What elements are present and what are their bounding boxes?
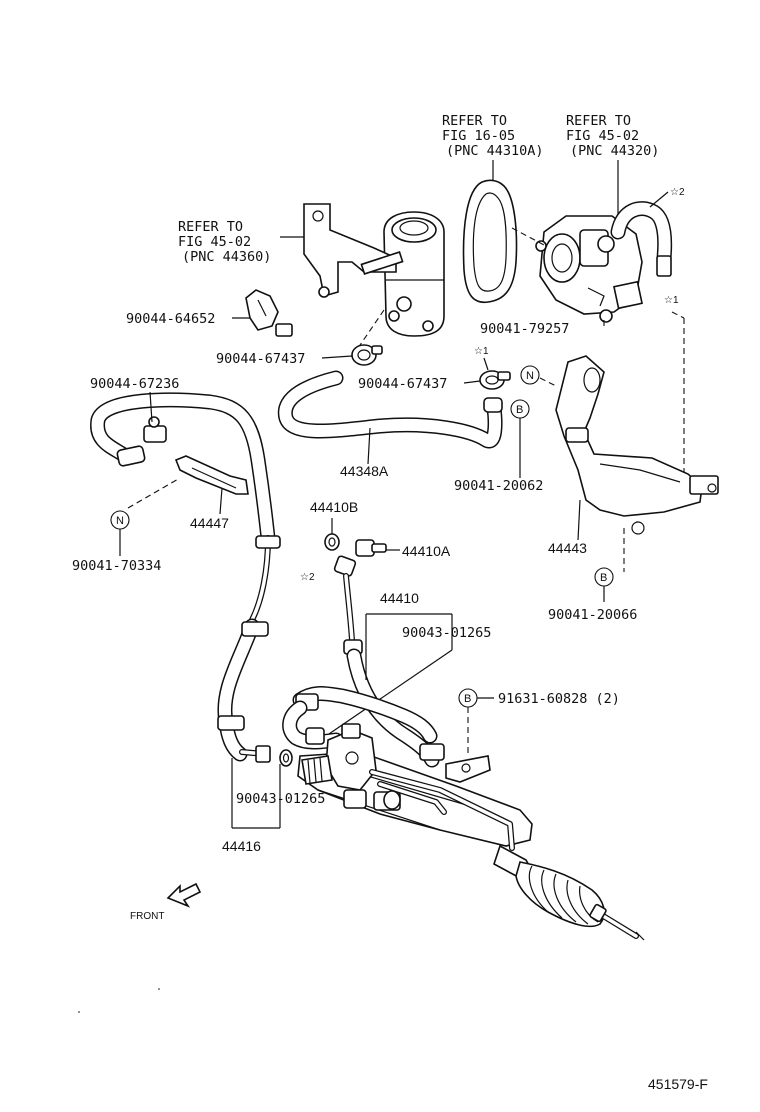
marker-N-right: N: [520, 365, 540, 385]
bracket-44443: [555, 355, 719, 535]
leader-67236: [149, 391, 153, 423]
refer-res-line1: REFER TO: [178, 219, 243, 235]
union-44410B: [324, 533, 340, 551]
marker-N-left-text: N: [116, 515, 124, 527]
figure-id: 451579-F: [648, 1076, 708, 1092]
vane-pump: [535, 201, 673, 323]
hose-44348A: [277, 370, 503, 449]
label-44416: 44416: [222, 838, 261, 854]
stray-dot-a: [158, 988, 160, 990]
clamp-67437-a: [351, 344, 383, 366]
label-44410A: 44410A: [402, 543, 451, 559]
label-91631-60828: 91631-60828 (2): [498, 691, 620, 707]
label-44348A: 44348A: [340, 463, 389, 479]
leader-star1-clamp: [483, 357, 489, 371]
label-90043-01265-b: 90043-01265: [402, 625, 491, 641]
star2-pump-label: ☆2: [670, 187, 685, 198]
label-90041-79257: 90041-79257: [480, 321, 569, 337]
marker-B-91631: B: [458, 688, 478, 708]
label-44410: 44410: [380, 590, 419, 606]
return-tube-44416: [217, 535, 281, 763]
reservoir-tank: [383, 211, 445, 337]
pressure-hose-44410: [333, 555, 445, 768]
marker-B-91631-text: B: [464, 693, 471, 705]
refer-note-belt: REFER TO FIG 16-05 (PNC 44310A): [442, 113, 544, 159]
return-hose-left: [90, 392, 276, 546]
refer-pump-line2: FIG 45-02: [566, 128, 639, 144]
dash-pump-bracket-a: [671, 311, 685, 319]
union-bolt-44410A: [355, 539, 387, 557]
gasket-01265-a: [279, 749, 293, 767]
refer-note-reservoir: REFER TO FIG 45-02 (PNC 44360): [178, 219, 271, 265]
label-44443: 44443: [548, 540, 587, 556]
label-44447: 44447: [190, 515, 229, 531]
refer-pump-line1: REFER TO: [566, 113, 631, 129]
label-90041-20062: 90041-20062: [454, 478, 543, 494]
label-90044-64652: 90044-64652: [126, 311, 215, 327]
dash-N-bracket: [539, 377, 557, 387]
refer-belt-line1: REFER TO: [442, 113, 507, 129]
star2-hose-label: ☆2: [300, 572, 315, 583]
front-label: FRONT: [130, 911, 164, 922]
leader-01265-b: [325, 649, 453, 737]
steering-rack-assembly: [282, 686, 645, 941]
dash-res-clamp: [357, 309, 385, 349]
clamp-67437-b: [479, 370, 511, 390]
leader-44447: [219, 487, 223, 515]
reservoir-bracket: [303, 203, 404, 298]
refer-res-line3: (PNC 44360): [182, 249, 271, 265]
drive-belt: [462, 179, 518, 304]
refer-belt-line3: (PNC 44310A): [446, 143, 544, 159]
label-90041-20066: 90041-20066: [548, 607, 637, 623]
refer-res-line2: FIG 45-02: [178, 234, 251, 250]
dash-N-44447: [127, 477, 181, 509]
refer-belt-line2: FIG 16-05: [442, 128, 515, 144]
label-90041-70334: 90041-70334: [72, 558, 161, 574]
dash-belt-pump: [511, 227, 547, 247]
label-90043-01265-a: 90043-01265: [236, 791, 325, 807]
refer-pump-line3: (PNC 44320): [570, 143, 659, 159]
leader-67437-b: [463, 380, 481, 384]
leader-44443: [577, 499, 581, 541]
label-90044-67437-b: 90044-67437: [358, 376, 447, 392]
leader-67437-a: [321, 355, 353, 359]
star1-pump-label: ☆1: [664, 295, 679, 306]
marker-B-20062-text: B: [516, 404, 523, 416]
label-90044-67437-a: 90044-67437: [216, 351, 305, 367]
marker-N-right-text: N: [526, 370, 534, 382]
clamp-44447: [174, 455, 249, 495]
label-44410B: 44410B: [310, 499, 358, 515]
marker-B-20066: B: [594, 567, 614, 587]
clamp-67236: [143, 416, 167, 443]
marker-B-20062: B: [510, 399, 530, 419]
front-arrow-icon: [166, 882, 202, 908]
stray-dot-b: [78, 1011, 80, 1013]
clamp-64652: [245, 289, 293, 337]
leader-44348A: [367, 427, 371, 465]
star1-clamp-label: ☆1: [474, 346, 489, 357]
leader-star2-pump: [649, 191, 669, 208]
marker-N-left: N: [110, 510, 130, 530]
refer-note-pump: REFER TO FIG 45-02 (PNC 44320): [566, 113, 659, 159]
marker-B-20066-text: B: [600, 572, 607, 584]
label-90044-67236: 90044-67236: [90, 376, 179, 392]
